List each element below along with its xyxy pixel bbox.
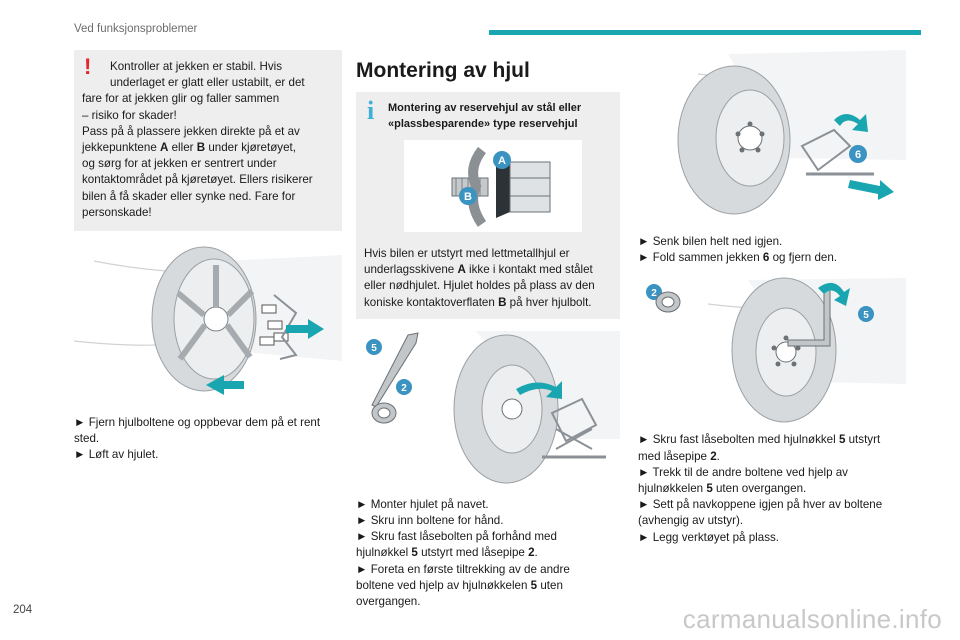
running-header: Ved funksjonsproblemer	[74, 23, 198, 35]
warning-box: ! Kontroller at jekken er stabil. Hvis u…	[74, 50, 342, 232]
steps-mount: ► Monter hjulet på navet. ► Skru inn bol…	[356, 497, 620, 610]
warning-line: – risiko for skader!	[82, 108, 177, 122]
warning-text: Kontroller at jekken er stabil. Hvis und…	[82, 59, 334, 221]
badge-label-B: B	[464, 191, 472, 203]
warning-line: og sørg for at jekken er sentrert under	[82, 157, 277, 171]
badge-label-2: 2	[651, 288, 657, 299]
step-line: ► Fold sammen jekken 6 og fjern den.	[638, 251, 838, 265]
step-line: overgangen.	[356, 595, 421, 609]
step-line: ► Sett på navkoppene igjen på hver av bo…	[638, 498, 883, 512]
badge-label-5: 5	[371, 343, 377, 354]
watermark-logo: carmanualsonline.info	[682, 604, 942, 634]
warning-line: personskade!	[82, 205, 152, 219]
step-line: ► Trekk til de andre boltene ved hjelp a…	[638, 465, 848, 479]
warning-line: Kontroller at jekken er stabil. Hvis	[110, 60, 283, 73]
warning-line: underlaget er glatt eller ustabilt, er d…	[110, 76, 305, 90]
badge-label-2: 2	[401, 383, 407, 394]
step-line: sted.	[74, 432, 100, 446]
step-line: ► Fjern hjulboltene og oppbevar dem på e…	[74, 416, 321, 430]
header-accent-bar	[489, 30, 921, 35]
warning-line: bilen å få skader eller synke ned. Fare …	[82, 189, 296, 203]
warning-line: fare for at jekken glir og faller sammen	[82, 92, 280, 106]
step-line: ► Monter hjulet på navet.	[356, 497, 489, 511]
badge-label-5: 5	[863, 310, 869, 321]
step-line: hjulnøkkelen 5 uten overgangen.	[638, 482, 807, 496]
illustration-wheel-bolt: A B	[364, 138, 610, 234]
step-line: boltene ved hjelp av hjulnøkkelen 5 uten	[356, 578, 563, 592]
illustration-remove-wheel	[74, 241, 342, 399]
info-heading: Montering av reservehjul av stål eller «…	[388, 102, 582, 130]
steps-tighten: ► Skru fast låsebolten med hjulnøkkel 5 …	[638, 432, 906, 545]
step-line: ► Senk bilen helt ned igjen.	[638, 235, 783, 248]
step-line: ► Skru fast låsebolten med hjulnøkkel 5 …	[638, 433, 881, 447]
step-line: med låsepipe 2.	[638, 449, 720, 463]
step-line: ► Foreta en første tiltrekking av de and…	[356, 562, 570, 576]
column-left: ! Kontroller at jekken er stabil. Hvis u…	[74, 50, 342, 464]
steps-remove: ► Fjern hjulboltene og oppbevar dem på e…	[74, 415, 342, 464]
column-right: 6 ► Senk bilen helt ned igjen. ► Fold sa…	[638, 50, 906, 546]
step-line: ► Skru fast låsebolten på forhånd med	[356, 530, 557, 544]
column-middle: Montering av hjul i Montering av reserve…	[356, 50, 620, 610]
step-line: hjulnøkkel 5 utstyrt med låsepipe 2.	[356, 546, 538, 560]
info-body: Hvis bilen er utstyrt med lettmetallhjul…	[364, 247, 595, 309]
badge-label-6: 6	[855, 149, 861, 161]
page-number: 204	[13, 604, 33, 616]
warning-line: jekkepunktene A eller B under kjøretøyet…	[82, 141, 296, 155]
step-line: ► Legg verktøyet på plass.	[638, 530, 780, 544]
illustration-mount-wheel: 5 2	[356, 329, 620, 489]
illustration-lower-car: 6	[638, 50, 906, 218]
step-line: (avhengig av utstyr).	[638, 514, 744, 528]
steps-lower: ► Senk bilen helt ned igjen. ► Fold samm…	[638, 234, 906, 266]
info-icon: i	[367, 96, 375, 125]
warning-icon: !	[84, 54, 92, 79]
warning-line: Pass på å plassere jekken direkte på et …	[82, 124, 300, 138]
step-line: ► Skru inn boltene for hånd.	[356, 514, 504, 528]
info-box: i Montering av reservehjul av stål eller…	[356, 92, 620, 319]
step-line: ► Løft av hjulet.	[74, 448, 159, 462]
badge-label-A: A	[498, 155, 506, 167]
illustration-tighten-bolts: 2 5	[638, 274, 906, 426]
section-title: Montering av hjul	[356, 59, 530, 82]
warning-line: kontaktområdet på kjøretøyet. Ellers ris…	[82, 173, 313, 187]
